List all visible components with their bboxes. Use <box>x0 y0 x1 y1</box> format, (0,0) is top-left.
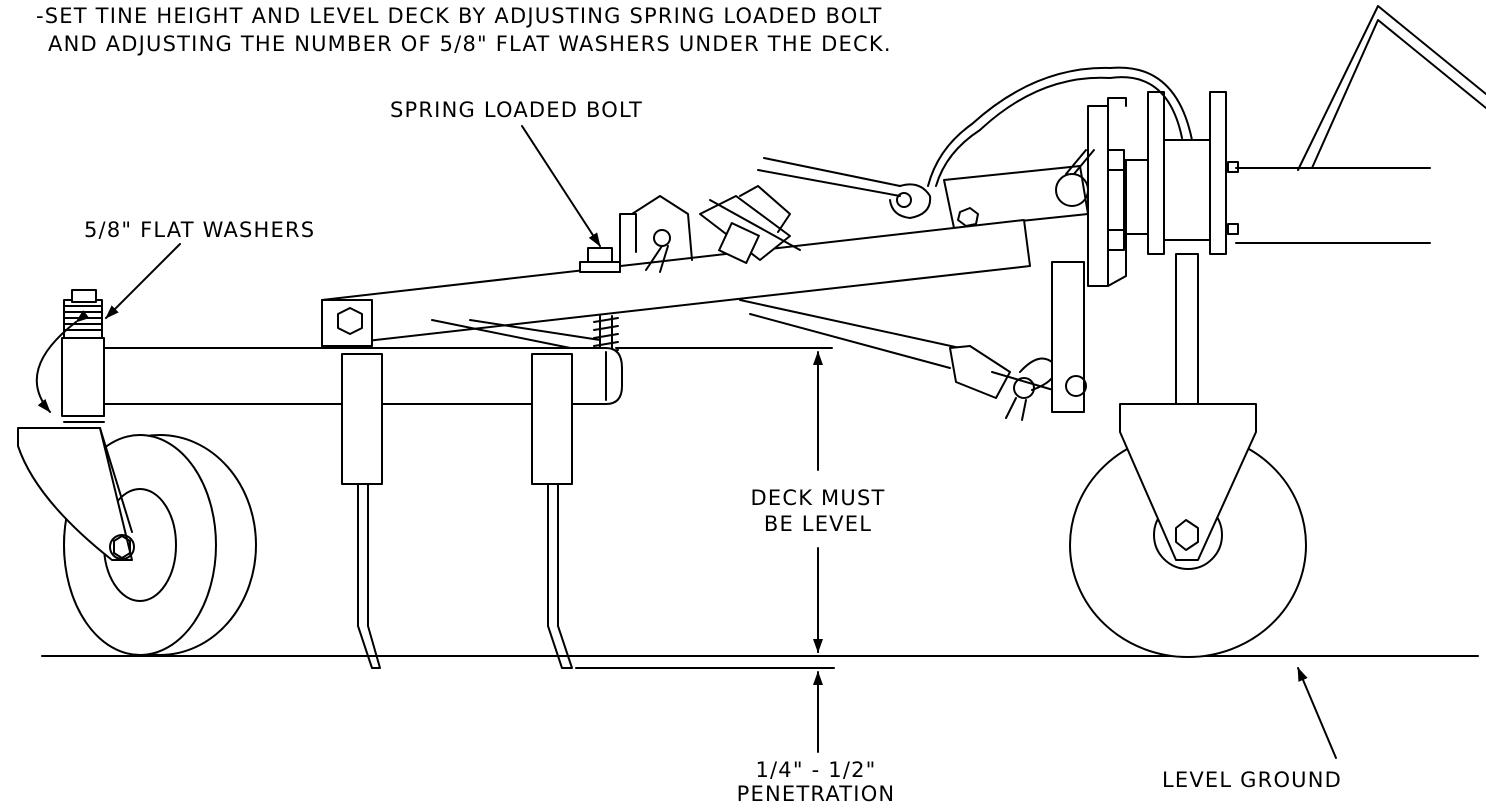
tine-shank-2 <box>531 353 573 669</box>
hydraulic-hose-outer <box>927 66 1193 187</box>
instruction-line-1: -SET TINE HEIGHT AND LEVEL DECK BY ADJUS… <box>36 4 883 28</box>
adjust-cylinder <box>699 185 801 264</box>
lower-cylinder <box>739 299 1061 421</box>
cylinder-mount <box>943 149 1095 229</box>
top-link <box>757 157 932 219</box>
washers-leader <box>105 243 181 319</box>
deck-level-label-line-2: BE LEVEL <box>763 512 873 536</box>
penetration-label-line-1: 1/4" - 1/2" <box>755 758 877 782</box>
mount-bracket <box>1087 91 1227 287</box>
ground-leader <box>1297 667 1337 759</box>
spring-loaded-bolt-label: SPRING LOADED BOLT <box>390 98 643 122</box>
level-ground-label: LEVEL GROUND <box>1162 768 1343 792</box>
tow-frame <box>1227 5 1486 244</box>
deck-level-label-line-1: DECK MUST <box>750 486 886 510</box>
adjust-arc-arrow <box>35 310 90 413</box>
hydraulic-hose <box>935 76 1183 187</box>
bolt-leader <box>521 125 601 247</box>
flat-washers-label: 5/8" FLAT WASHERS <box>84 218 316 242</box>
rear-wheel <box>1069 253 1307 658</box>
tine-arm <box>321 219 1031 353</box>
penetration-label-line-2: PENETRATION <box>736 782 896 806</box>
front-caster <box>17 289 257 656</box>
instruction-line-2: AND ADJUSTING THE NUMBER OF 5/8" FLAT WA… <box>48 32 892 56</box>
tine-shank-1 <box>341 353 383 669</box>
hitch-plate <box>1051 261 1087 413</box>
